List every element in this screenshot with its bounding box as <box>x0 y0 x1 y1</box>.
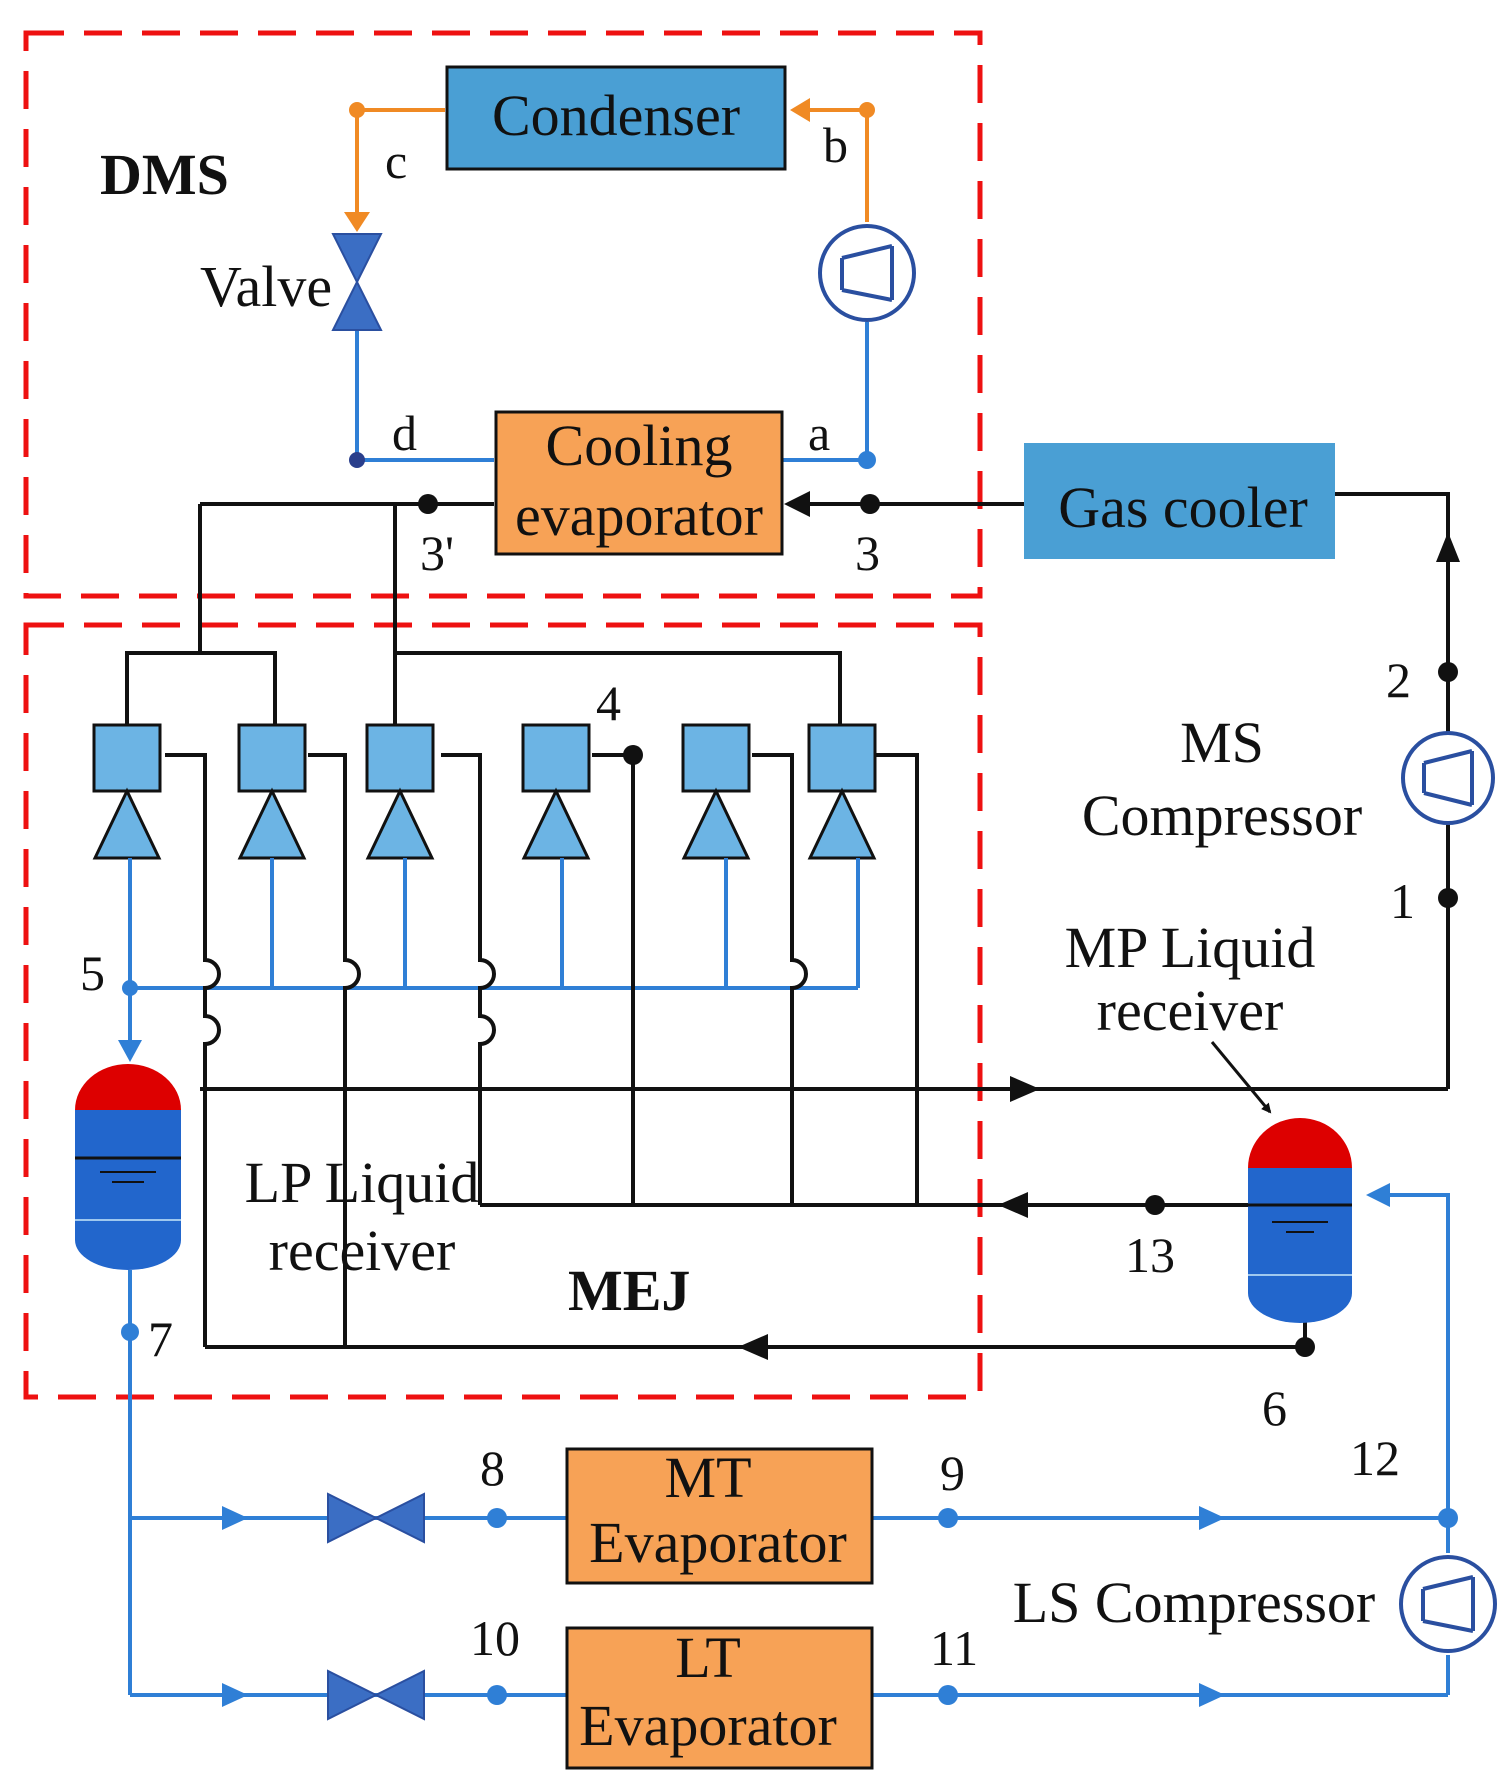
point-3-dot <box>860 494 880 514</box>
ms-compressor-label-1: MS <box>1180 710 1264 775</box>
flow-arrow-to-mp-receiver <box>1010 1076 1040 1102</box>
point-a-label: a <box>808 405 830 461</box>
ejector-array <box>92 723 877 860</box>
ejector-1 <box>92 723 162 860</box>
cooling-evaporator-box <box>494 410 784 556</box>
ejector-2 <box>237 723 307 860</box>
gas-cooler-box <box>1024 443 1335 559</box>
flow-arrow-lt-in <box>222 1683 248 1707</box>
point-10-dot <box>487 1685 507 1705</box>
flow-arrow-mt-out <box>1199 1506 1225 1530</box>
point-7-dot <box>121 1323 139 1341</box>
point-8-label: 8 <box>480 1440 505 1496</box>
valve-label: Valve <box>200 254 332 319</box>
lp-receiver-label-1: LP Liquid <box>245 1150 480 1215</box>
ls-compressor-label: LS Compressor <box>1013 1570 1376 1635</box>
point-11-label: 11 <box>930 1620 978 1676</box>
point-4-label: 4 <box>596 675 621 731</box>
point-6-dot <box>1295 1337 1315 1357</box>
mp-receiver-pointer <box>1210 1041 1272 1114</box>
point-13-dot <box>1145 1195 1165 1215</box>
flow-arrow-3 <box>784 491 810 517</box>
ejector-3 <box>365 723 435 860</box>
point-5-dot <box>122 980 138 996</box>
ejector-6 <box>807 723 877 860</box>
ls-compressor-icon <box>1399 1555 1497 1653</box>
ejector-manifold-lines <box>125 504 842 730</box>
point-3p-dot <box>418 494 438 514</box>
point-2-label: 2 <box>1386 652 1411 708</box>
point-c-label: c <box>385 133 407 189</box>
mt-evaporator-label-2: Evaporator <box>589 1510 847 1575</box>
gas-cooler-label: Gas cooler <box>1058 475 1308 540</box>
flow-arrow-5 <box>118 1040 142 1062</box>
point-2-dot <box>1438 662 1458 682</box>
mt-expansion-valve-icon <box>327 1492 425 1544</box>
point-3-label: 3 <box>855 525 880 581</box>
dms-region-label: DMS <box>100 142 229 207</box>
flow-arrow-6 <box>738 1334 768 1360</box>
dms-region <box>23 30 983 599</box>
mej-region-label: MEJ <box>568 1258 690 1323</box>
cooling-evaporator-label-1: Cooling <box>546 413 733 478</box>
lt-evaporator-label-1: LT <box>675 1625 741 1690</box>
point-7-label: 7 <box>148 1311 173 1367</box>
condenser-label: Condenser <box>492 83 740 148</box>
ejector-outlet-lines <box>165 753 1448 1349</box>
point-3p-label: 3' <box>420 525 454 581</box>
point-9-label: 9 <box>940 1445 965 1501</box>
ejector-5 <box>681 723 751 860</box>
flow-arrow-mt-in <box>222 1506 248 1530</box>
ejector-4 <box>521 723 591 860</box>
point-d-dot <box>349 452 365 468</box>
point-10-label: 10 <box>470 1610 520 1666</box>
point-6-label: 6 <box>1262 1380 1287 1436</box>
point-9-dot <box>938 1508 958 1528</box>
ms-compressor-icon <box>1401 731 1495 825</box>
mp-receiver-label-2: receiver <box>1097 978 1284 1043</box>
lt-evaporator-label-2: Evaporator <box>579 1693 837 1758</box>
lp-receiver-label-2: receiver <box>269 1218 456 1283</box>
mp-receiver-label-1: MP Liquid <box>1065 915 1316 980</box>
flow-arrow-c <box>344 212 370 232</box>
ms-compressor-label-2: Compressor <box>1082 783 1362 848</box>
point-12-label: 12 <box>1350 1430 1400 1486</box>
point-b-dot <box>859 102 875 118</box>
point-1-label: 1 <box>1390 873 1415 929</box>
lt-expansion-valve-icon <box>327 1669 425 1721</box>
point-13-label: 13 <box>1125 1227 1175 1283</box>
mp-liquid-receiver-icon <box>1248 1118 1352 1323</box>
cooling-evaporator-label-2: evaporator <box>515 483 763 548</box>
lt-evaporator-box <box>565 1626 874 1770</box>
dms-valve-icon <box>331 233 383 331</box>
point-11-dot <box>938 1685 958 1705</box>
point-a-dot <box>858 451 876 469</box>
point-c-dot <box>349 102 365 118</box>
dms-compressor-icon <box>818 224 916 322</box>
point-b-label: b <box>823 117 848 173</box>
flow-arrow-13 <box>998 1192 1028 1218</box>
point-8-dot <box>487 1508 507 1528</box>
lp-liquid-receiver-icon <box>75 1064 181 1270</box>
suction-header-lines <box>128 858 860 1050</box>
flow-arrow-to-mp-inlet <box>1366 1183 1390 1207</box>
point-12-dot <box>1438 1508 1458 1528</box>
mt-evaporator-box <box>565 1447 874 1585</box>
mt-evaporator-label-1: MT <box>665 1445 752 1510</box>
condenser-box <box>445 65 787 171</box>
gas-cooler-loop-lines <box>200 492 1450 1089</box>
point-5-label: 5 <box>80 945 105 1001</box>
flow-arrow-to-gas-cooler <box>1436 532 1460 562</box>
point-1-dot <box>1438 888 1458 908</box>
flow-arrow-lt-out <box>1199 1683 1225 1707</box>
flow-arrow-b <box>790 98 810 122</box>
point-4-dot <box>623 745 643 765</box>
point-d-label: d <box>392 405 417 461</box>
mej-region <box>23 622 983 1400</box>
